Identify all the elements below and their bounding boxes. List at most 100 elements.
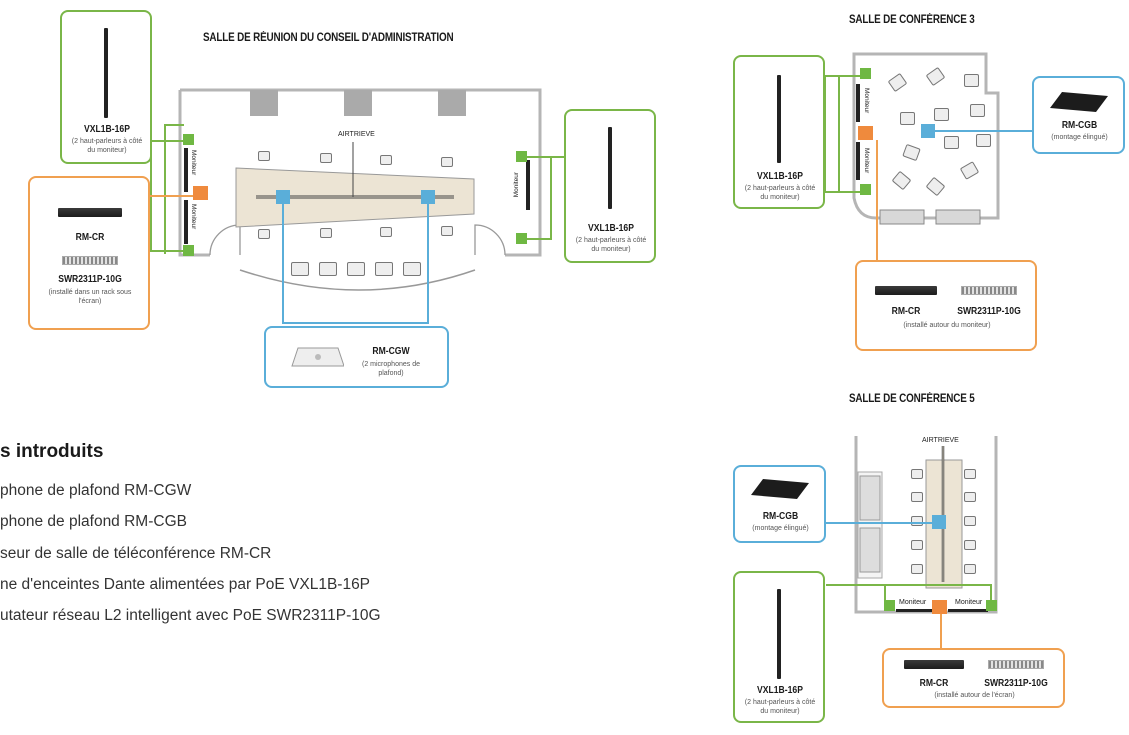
chair — [911, 492, 923, 502]
monitor-label: Moniteur — [863, 148, 870, 174]
conf5-title: SALLE DE CONFÉRENCE 5 — [849, 393, 975, 405]
chair — [944, 136, 959, 149]
legend-title: s introduits — [0, 441, 104, 462]
chair — [441, 157, 453, 167]
chair — [911, 516, 923, 526]
mic-marker — [421, 190, 435, 204]
chair — [291, 262, 309, 276]
speaker-model: VXL1B-16P — [757, 685, 803, 696]
processor-marker — [193, 186, 208, 200]
mic-model: RM-CGB — [762, 511, 799, 522]
legend-item: seur de salle de téléconférence RM-CR — [0, 545, 272, 562]
mic-marker — [921, 124, 935, 138]
monitor-icon — [948, 609, 988, 612]
monitor-label: Moniteur — [513, 172, 520, 198]
chair — [320, 228, 332, 238]
processor-marker — [858, 126, 873, 140]
chair — [964, 74, 979, 87]
monitor-label: Moniteur — [190, 150, 197, 176]
legend-item: utateur réseau L2 intelligent avec PoE S… — [0, 607, 381, 624]
monitor-icon — [896, 609, 936, 612]
chair — [911, 564, 923, 574]
chair — [911, 540, 923, 550]
mic-model: RM-CGB — [1061, 120, 1098, 131]
conf5-airtrieve-label: AIRTRIEVE — [922, 437, 959, 444]
speaker-model: VXL1B-16P — [588, 223, 634, 234]
mic-desc: (2 microphones de plafond) — [362, 361, 420, 377]
speaker-callout: VXL1B-16P (2 haut-parleurs à côté du mon… — [733, 571, 825, 723]
speaker-marker — [516, 233, 527, 244]
speaker-model: VXL1B-16P — [84, 124, 130, 135]
ceiling-mic-icon — [1050, 92, 1108, 112]
speaker-marker — [183, 134, 194, 145]
monitor-label: Moniteur — [955, 599, 983, 606]
speaker-callout: VXL1B-16P (2 haut-parleurs à côté du mon… — [564, 109, 656, 263]
chair — [380, 155, 392, 165]
speaker-desc: (2 haut-parleurs à côté du moniteur) — [575, 237, 647, 253]
switch-device-icon — [62, 256, 118, 265]
mic-desc: (montage élingué) — [1051, 134, 1108, 141]
speaker-marker — [884, 600, 895, 611]
chair — [964, 564, 976, 574]
chair — [347, 262, 365, 276]
monitor-icon — [526, 160, 530, 210]
mic-callout: RM-CGB (montage élingué) — [1032, 76, 1125, 154]
legend-item: phone de plafond RM-CGB — [0, 513, 187, 530]
switch-device-icon — [988, 660, 1044, 669]
speaker-marker — [986, 600, 997, 611]
conf3-title: SALLE DE CONFÉRENCE 3 — [849, 14, 975, 26]
speaker-icon — [104, 28, 108, 118]
legend-item: phone de plafond RM-CGW — [0, 482, 192, 499]
rm-cr-label: RM-CR — [919, 678, 949, 689]
speaker-marker — [516, 151, 527, 162]
switch-label: SWR2311P-10G — [984, 678, 1048, 689]
chair — [258, 151, 270, 161]
chair — [403, 262, 421, 276]
speaker-icon — [608, 127, 612, 209]
rm-cr-label: RM-CR — [75, 232, 105, 243]
chair — [258, 229, 270, 239]
switch-device-icon — [961, 286, 1017, 295]
boardroom-airtrieve-label: AIRTRIEVE — [338, 131, 375, 138]
speaker-callout: VXL1B-16P (2 haut-parleurs à côté du mon… — [733, 55, 825, 209]
mic-callout: RM-CGW (2 microphones de plafond) — [264, 326, 449, 388]
rm-cr-device-icon — [58, 208, 122, 217]
chair — [964, 469, 976, 479]
mic-callout: RM-CGB (montage élingué) — [733, 465, 826, 543]
monitor-icon — [856, 142, 860, 180]
speaker-icon — [777, 589, 781, 679]
processor-marker — [932, 600, 947, 614]
chair — [319, 262, 337, 276]
monitor-icon — [856, 84, 860, 122]
monitor-icon — [184, 200, 188, 244]
rack-callout: RM-CR SWR2311P-10G (installé dans un rac… — [28, 176, 150, 330]
chair — [320, 153, 332, 163]
rm-cr-label: RM-CR — [891, 306, 921, 317]
ceiling-mic-icon — [291, 347, 344, 367]
speaker-marker — [183, 245, 194, 256]
rm-cr-device-icon — [875, 286, 937, 295]
chair — [976, 134, 991, 147]
speaker-model: VXL1B-16P — [757, 171, 803, 182]
rm-cr-device-icon — [904, 660, 964, 669]
ceiling-mic-icon — [751, 479, 809, 499]
monitor-label: Moniteur — [863, 88, 870, 114]
mic-marker — [932, 515, 946, 529]
chair — [934, 108, 949, 121]
speaker-callout: VXL1B-16P (2 haut-parleurs à côté du mon… — [60, 10, 152, 164]
chair — [380, 227, 392, 237]
monitor-label: Moniteur — [899, 599, 927, 606]
speaker-desc: (2 haut-parleurs à côté du moniteur) — [744, 185, 816, 201]
chair — [911, 469, 923, 479]
speaker-desc: (2 haut-parleurs à côté du moniteur) — [71, 138, 143, 154]
boardroom-title: SALLE DE RÉUNION DU CONSEIL D'ADMINISTRA… — [203, 32, 454, 44]
monitor-label: Moniteur — [190, 204, 197, 230]
legend-item: ne d'enceintes Dante alimentées par PoE … — [0, 576, 371, 593]
mic-desc: (montage élingué) — [752, 525, 809, 532]
devices-desc: (installé autour du moniteur) — [903, 322, 991, 329]
devices-callout: RM-CR SWR2311P-10G (installé autour de l… — [882, 648, 1065, 708]
switch-label: SWR2311P-10G — [957, 306, 1021, 317]
devices-desc: (installé autour de l'écran) — [934, 692, 1015, 699]
chair — [964, 492, 976, 502]
speaker-desc: (2 haut-parleurs à côté du moniteur) — [744, 699, 816, 715]
